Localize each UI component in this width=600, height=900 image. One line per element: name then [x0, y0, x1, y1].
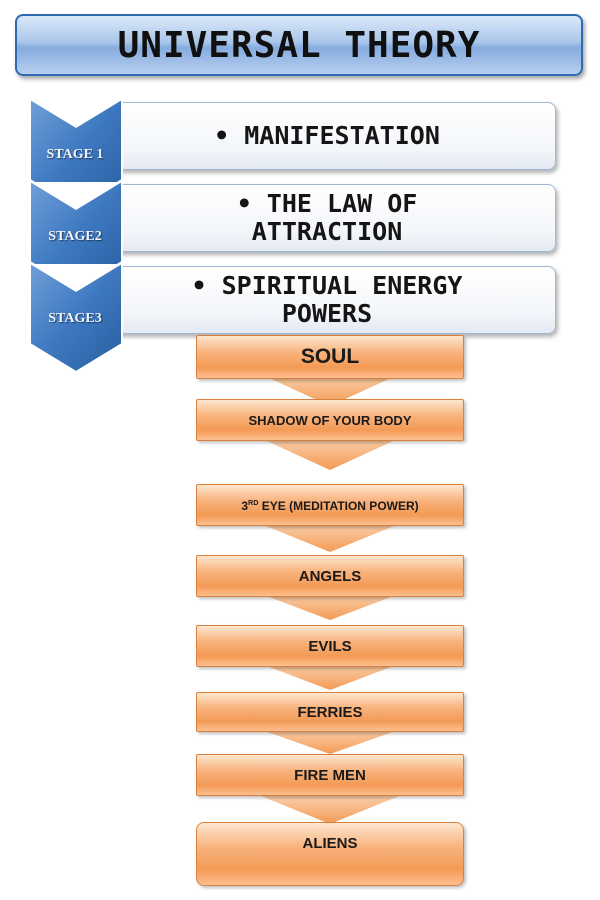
flow-label: 3RD EYE (MEDITATION POWER) — [241, 497, 419, 513]
flow-box-angels: ANGELS — [196, 555, 464, 597]
flow-arrow — [256, 436, 404, 470]
flow-arrow — [256, 592, 404, 620]
flow-box-shadow: SHADOW OF YOUR BODY — [196, 399, 464, 441]
flow-box-aliens: ALIENS — [196, 822, 464, 886]
flow-box-soul: SOUL — [196, 335, 464, 379]
flow-arrow — [256, 662, 404, 690]
stage-3-text: • SPIRITUAL ENERGY POWERS — [191, 271, 463, 328]
stage-1-text: • MANIFESTATION — [214, 121, 440, 150]
flow-arrow — [256, 522, 404, 552]
flow-label: EVILS — [308, 637, 352, 655]
flow-label: ALIENS — [302, 835, 358, 852]
flow-label: FIRE MEN — [294, 766, 366, 784]
flow-box-evils: EVILS — [196, 625, 464, 667]
flow-box-third-eye: 3RD EYE (MEDITATION POWER) — [196, 484, 464, 526]
flow-arrow — [256, 794, 404, 824]
flow-box-fire-men: FIRE MEN — [196, 754, 464, 796]
stage-3-chevron — [29, 264, 123, 374]
stage-2-badge: STAGE2 — [48, 229, 102, 244]
flow-label: SOUL — [300, 345, 360, 368]
stage-1-box: • MANIFESTATION — [98, 102, 556, 170]
flow-label: SHADOW OF YOUR BODY — [248, 412, 412, 428]
stage-1-badge: STAGE 1 — [46, 147, 104, 162]
flow-arrow — [256, 728, 404, 754]
title-banner: UNIVERSAL THEORY — [15, 14, 583, 76]
stage-3-box: • SPIRITUAL ENERGY POWERS — [98, 266, 556, 334]
stage-3-badge: STAGE3 — [48, 311, 102, 326]
stage-2-box: • THE LAW OF ATTRACTION — [98, 184, 556, 252]
flow-arrow — [256, 372, 404, 406]
flow-box-ferries: FERRIES — [196, 692, 464, 732]
stage-2-text: • THE LAW OF ATTRACTION — [236, 189, 418, 246]
flow-label: ANGELS — [298, 567, 362, 585]
diagram-title: UNIVERSAL THEORY — [117, 24, 481, 66]
flow-label: FERRIES — [297, 703, 363, 721]
